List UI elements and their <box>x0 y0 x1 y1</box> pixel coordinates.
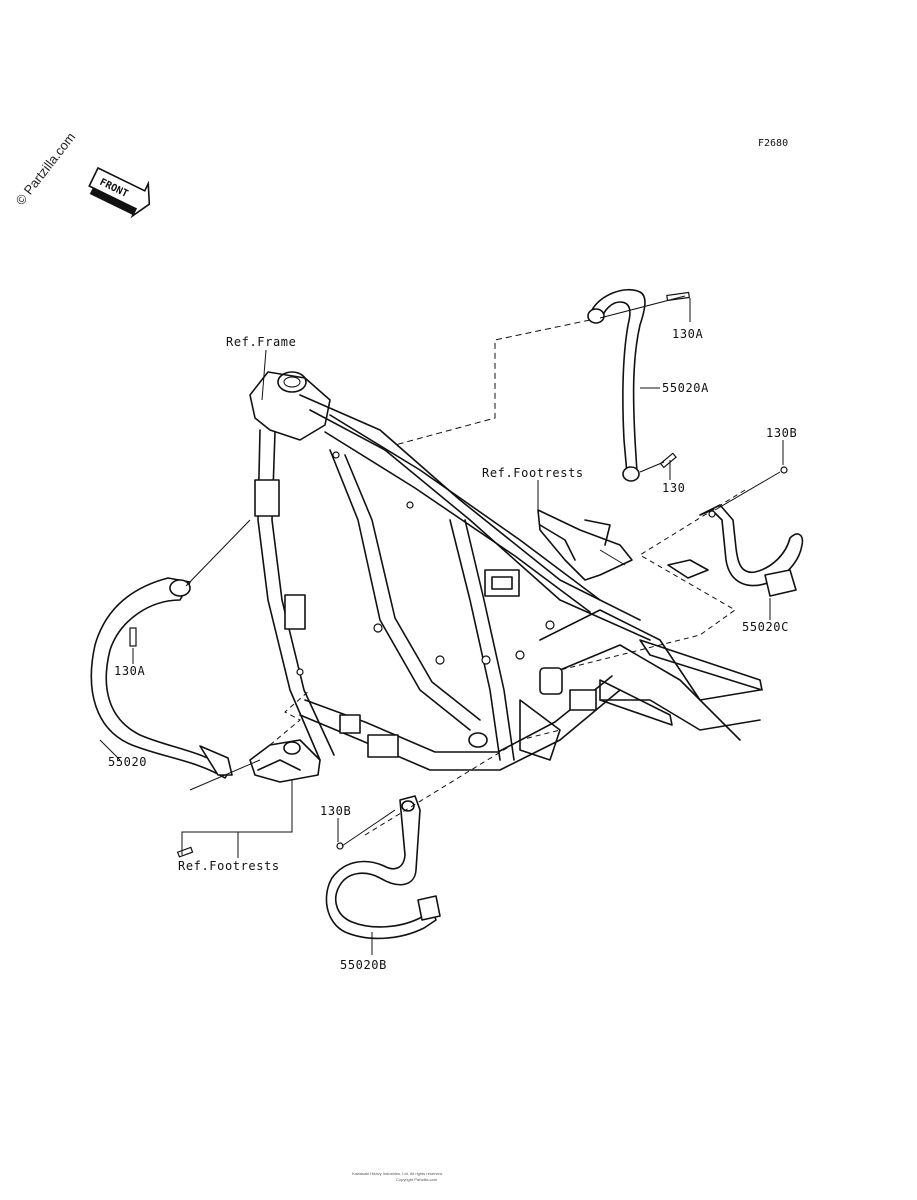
label-130b-bottom: 130B <box>320 804 351 818</box>
guard-bar-55020b <box>325 795 441 940</box>
label-ref-frame: Ref.Frame <box>226 335 296 349</box>
watermark-text: © Partzilla.com <box>13 130 79 208</box>
motorcycle-frame-illustration <box>249 371 763 771</box>
footer-line-1: Kawasaki Heavy Industries, Ltd. All righ… <box>352 1171 443 1176</box>
label-130b-top: 130B <box>766 426 797 440</box>
label-130a-left: 130A <box>114 664 145 678</box>
label-55020b: 55020B <box>340 958 387 972</box>
front-direction-badge: FRONT <box>88 166 151 219</box>
diagram-code: F2680 <box>758 138 788 149</box>
label-ref-footrests-bottom: Ref.Footrests <box>178 859 280 873</box>
label-55020c: 55020C <box>742 620 789 634</box>
badge-shadow <box>89 187 136 216</box>
leader-lines <box>99 295 784 955</box>
label-55020a: 55020A <box>662 381 709 395</box>
label-55020: 55020 <box>108 755 147 769</box>
footer-line-2: Copyright Partzilla.com <box>396 1177 438 1182</box>
footrest-bracket-left <box>249 739 321 783</box>
label-130: 130 <box>662 481 685 495</box>
label-130a-top: 130A <box>672 327 703 341</box>
guard-bar-55020a <box>587 288 690 482</box>
guard-bar-55020c <box>667 466 804 597</box>
watermark-logo: © Partzilla.com <box>13 130 79 208</box>
footrest-bracket-right <box>537 509 633 581</box>
guard-bar-55020 <box>90 577 233 858</box>
label-ref-footrests-top: Ref.Footrests <box>482 466 584 480</box>
